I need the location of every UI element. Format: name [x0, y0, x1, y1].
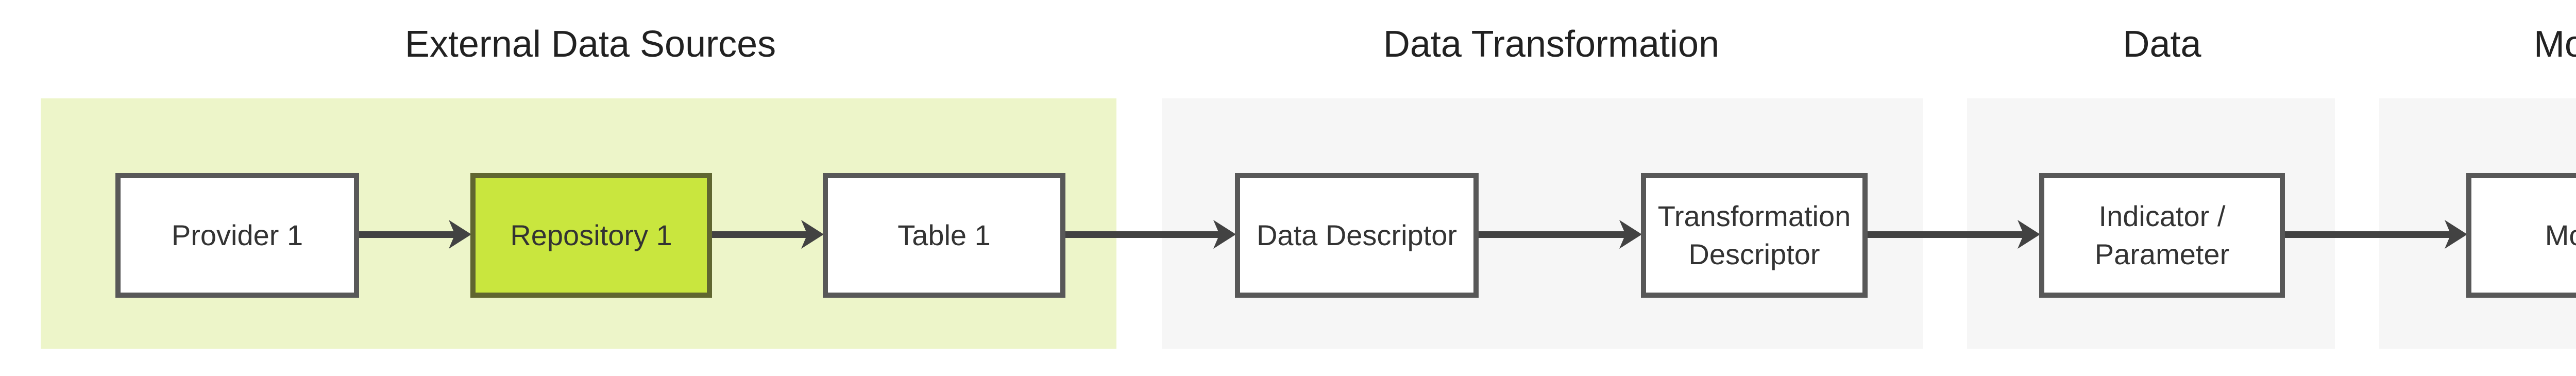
arrow-line	[1868, 231, 2024, 238]
node-indicator-parameter: Indicator / Parameter	[2039, 173, 2285, 298]
node-transformation-descriptor: Transformation Descriptor	[1641, 173, 1868, 298]
arrow-line	[1065, 231, 1219, 238]
arrow-head-icon	[1213, 220, 1236, 249]
arrow-line	[359, 231, 455, 238]
node-model: Model	[2466, 173, 2576, 298]
arrow-line	[712, 231, 807, 238]
arrow-head-icon	[2445, 220, 2467, 249]
node-label: Transformation Descriptor	[1657, 200, 1851, 270]
node-label: Data Descriptor	[1256, 219, 1458, 252]
arrow-head-icon	[1619, 220, 1642, 249]
node-label: Table 1	[897, 219, 991, 252]
node-label: Indicator / Parameter	[2094, 200, 2230, 270]
node-provider-1: Provider 1	[115, 173, 359, 298]
arrow-line	[2285, 231, 2451, 238]
node-label: Provider 1	[171, 219, 303, 252]
node-data-descriptor: Data Descriptor	[1235, 173, 1479, 298]
section-title-external-data-sources: External Data Sources	[404, 24, 776, 65]
section-title-data: Data	[2123, 24, 2201, 65]
node-repository-1: Repository 1	[470, 173, 712, 298]
arrow-head-icon	[801, 220, 824, 249]
node-table-1: Table 1	[823, 173, 1065, 298]
arrow-head-icon	[2018, 220, 2040, 249]
node-label: Model	[2545, 219, 2576, 252]
section-title-model: Model	[2533, 24, 2576, 65]
section-title-data-transformation: Data Transformation	[1383, 24, 1720, 65]
arrow-head-icon	[449, 220, 471, 249]
arrow-line	[1479, 231, 1625, 238]
node-label: Repository 1	[510, 219, 672, 252]
